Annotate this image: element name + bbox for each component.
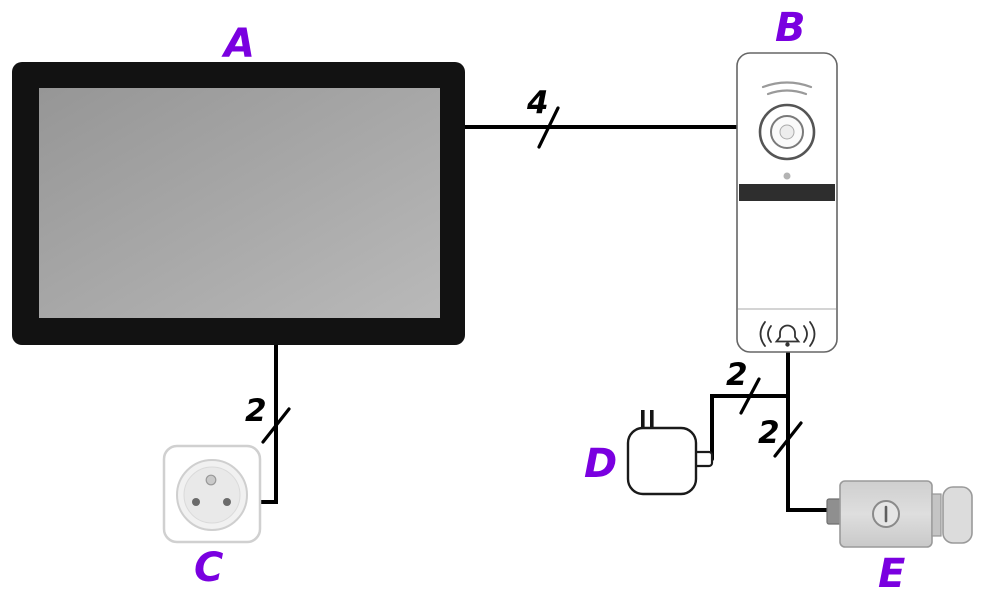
monitor-device [12, 62, 465, 345]
led-indicator-dot [783, 172, 791, 180]
adapter-body [626, 426, 698, 496]
wire-count-branch-adapter: 2 [726, 357, 748, 393]
socket-hole-left [192, 498, 200, 506]
wire-count-door-station-lock: 2 [758, 415, 780, 451]
lock-latch-bar [931, 493, 942, 537]
outlet-recess-inner [183, 466, 241, 524]
earth-pin [205, 474, 217, 486]
monitor-screen [39, 88, 440, 318]
wire-monitor-to-outlet [259, 342, 278, 504]
wires [259, 125, 834, 512]
wire-branch-to-adapter [710, 394, 790, 461]
speaker-grill-icon [761, 81, 813, 96]
wire-count-monitor-outlet: 2 [245, 393, 267, 429]
door-station-device [736, 52, 838, 353]
adapter-prong-left [641, 410, 645, 429]
slash-branch-adapter [739, 377, 761, 415]
lock-strike-plate [942, 486, 973, 544]
electric-lock-device [826, 480, 973, 548]
wire-door-station-to-lock [786, 350, 834, 512]
label-monitor: A [224, 21, 255, 67]
door-station-body [736, 52, 838, 353]
socket-hole-right [223, 498, 231, 506]
slash-monitor-outlet [261, 407, 291, 444]
label-lock: E [878, 551, 906, 597]
label-door-station: B [775, 5, 806, 51]
doorbell-button-icon [759, 321, 816, 347]
panel-dark-band [739, 184, 835, 201]
slash-monitor-door-station [537, 106, 560, 149]
wire-count-slashes [261, 106, 803, 458]
label-outlet: C [194, 545, 224, 591]
power-adapter-device [626, 410, 714, 496]
outlet-device [162, 444, 262, 544]
camera-lens-icon [758, 103, 816, 161]
slash-door-station-lock [773, 421, 803, 458]
label-adapter: D [584, 441, 618, 487]
wire-count-monitor-door-station: 4 [527, 85, 549, 121]
adapter-prong-right [650, 410, 654, 429]
